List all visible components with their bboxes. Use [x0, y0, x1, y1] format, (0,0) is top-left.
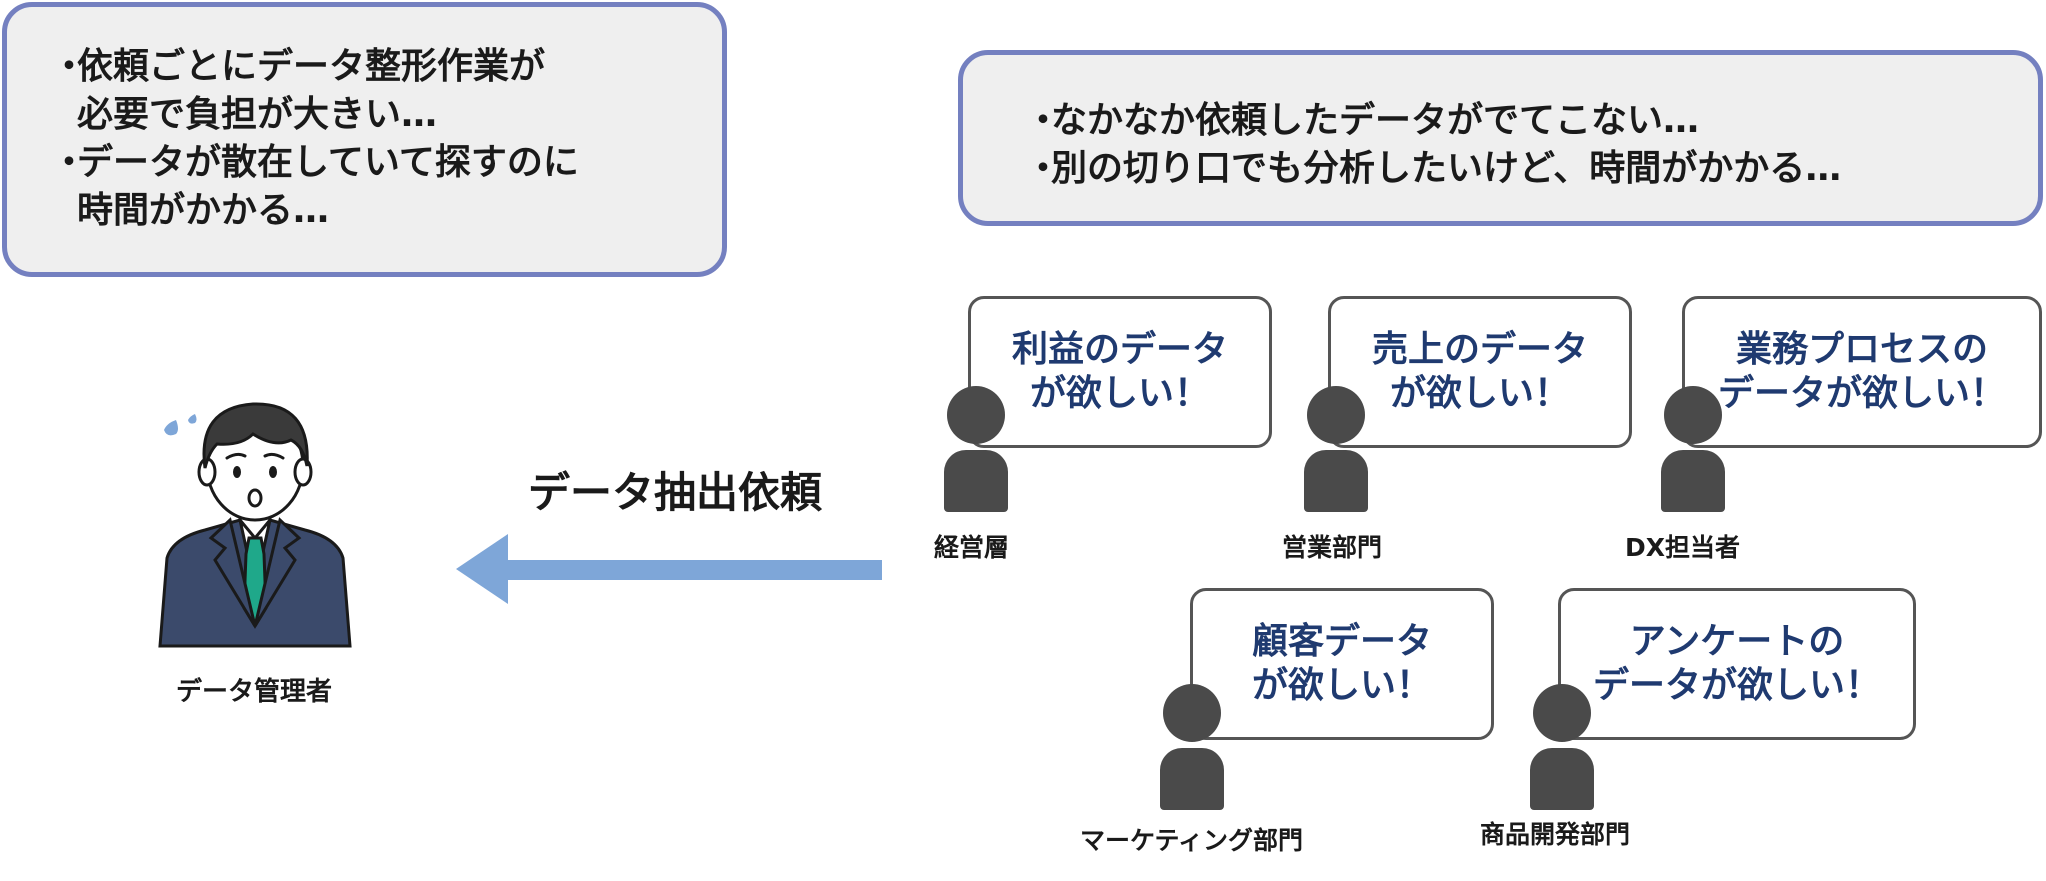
- request-line: が欲しい！: [1389, 373, 1570, 414]
- admin-concern-2: ・データが散在していて探すのに: [51, 139, 682, 187]
- bullet: ・: [1025, 148, 1062, 189]
- admin-concern-2-cont: 時間がかかる…: [77, 190, 330, 231]
- bullet: ・: [51, 46, 88, 87]
- request-line: 顧客データ: [1251, 621, 1432, 662]
- request-bubble-marketing: 顧客データ が欲しい！: [1190, 588, 1494, 740]
- request-line: アンケートの: [1629, 621, 1845, 662]
- request-bubble-dx: 業務プロセスの データが欲しい！: [1682, 296, 2042, 448]
- request-line: 利益のデータ: [1011, 329, 1228, 370]
- sweat-drop-icon: [188, 414, 197, 424]
- person-icon: [1530, 684, 1594, 812]
- bullet: ・: [51, 142, 88, 183]
- person-icon: [1304, 386, 1368, 514]
- request-bubble-executives: 利益のデータ が欲しい！: [968, 296, 1272, 448]
- user-concern-1-text: なかなか依頼したデータがでてこない…: [1051, 100, 1700, 141]
- request-label: データ抽出依頼: [528, 468, 823, 517]
- admin-concern-box: ・依頼ごとにデータ整形作業が 必要で負担が大きい… ・データが散在していて探すの…: [2, 2, 727, 277]
- user-concern-2-text: 別の切り口でも分析したいけど、時間がかかる…: [1051, 148, 1842, 189]
- bullet: ・: [1025, 100, 1062, 141]
- request-bubble-product-dev: アンケートの データが欲しい！: [1558, 588, 1916, 740]
- request-line: が欲しい！: [1029, 373, 1210, 414]
- request-line: 業務プロセスの: [1735, 329, 1988, 370]
- person-icon: [1160, 684, 1224, 812]
- user-concern-1: ・なかなか依頼したデータがでてこない…: [1025, 97, 1998, 145]
- request-arrow-icon: [456, 534, 882, 604]
- data-admin-figure: [158, 402, 352, 648]
- admin-concern-1: ・依頼ごとにデータ整形作業が: [51, 43, 682, 91]
- role-label-dx: DX担当者: [1625, 533, 1741, 562]
- role-label-marketing: マーケティング部門: [1080, 826, 1304, 855]
- role-label-sales: 営業部門: [1282, 533, 1383, 562]
- request-line: 売上のデータ: [1371, 329, 1588, 370]
- person-icon: [944, 386, 1008, 514]
- admin-concern-1-text: 依頼ごとにデータ整形作業が: [77, 46, 546, 87]
- role-label-product-dev: 商品開発部門: [1480, 820, 1631, 849]
- hair: [202, 402, 309, 469]
- admin-concern-1-cont: 必要で負担が大きい…: [77, 94, 438, 135]
- request-line: が欲しい！: [1251, 665, 1432, 706]
- request-line: データが欲しい！: [1592, 665, 1881, 706]
- user-concern-box: ・なかなか依頼したデータがでてこない… ・別の切り口でも分析したいけど、時間がか…: [958, 50, 2043, 226]
- request-bubble-sales: 売上のデータ が欲しい！: [1328, 296, 1632, 448]
- user-concern-2: ・別の切り口でも分析したいけど、時間がかかる…: [1025, 145, 1998, 193]
- sweat-drop-icon: [164, 420, 178, 436]
- admin-concern-2-text: データが散在していて探すのに: [77, 142, 579, 183]
- role-label-executives: 経営層: [934, 533, 1010, 562]
- person-icon: [1661, 386, 1725, 514]
- request-line: データが欲しい！: [1717, 373, 2006, 414]
- data-admin-label: データ管理者: [176, 677, 333, 707]
